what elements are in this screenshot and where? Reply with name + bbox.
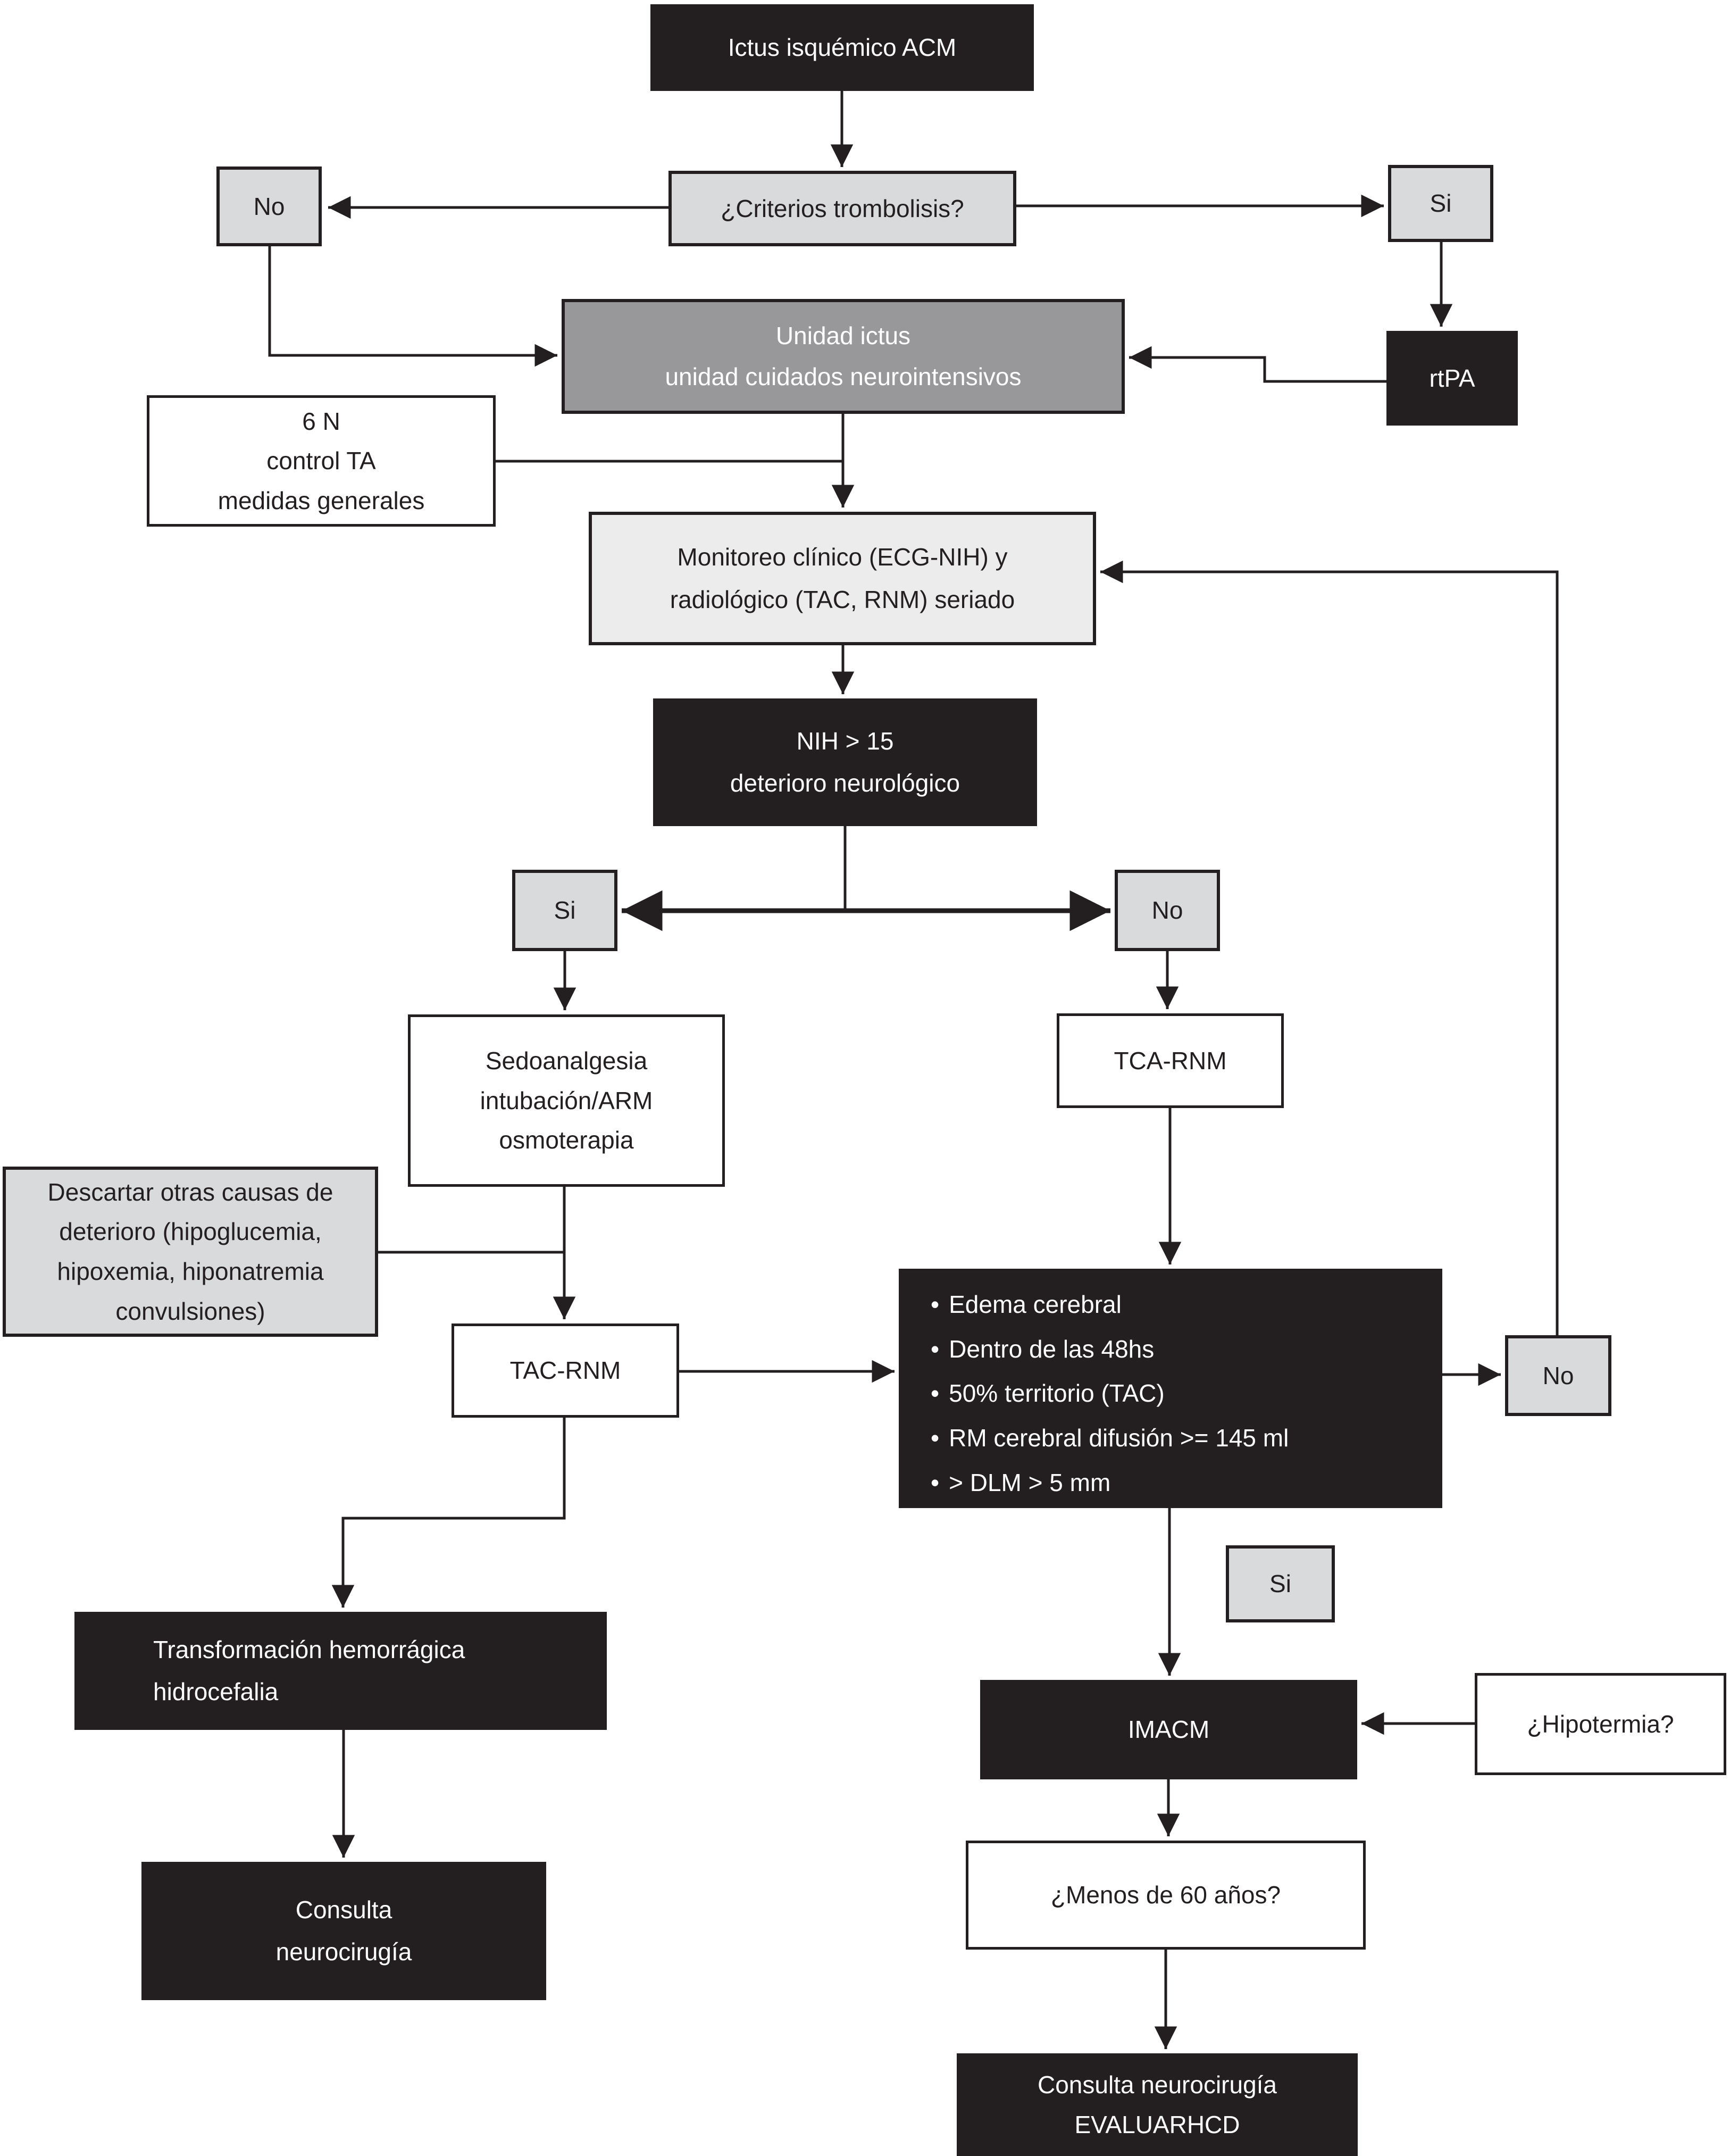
node-rtpa-label: rtPA [1429, 364, 1475, 392]
node-medidas-line3: medidas generales [218, 486, 425, 514]
node-no-right-label: No [1542, 1361, 1574, 1389]
node-criterios-trombolisis: ¿Criterios trombolisis? [668, 171, 1016, 246]
arrow-tac-to-transformacion [331, 1418, 566, 1608]
node-descartar-line3: hipoxemia, hiponatremia [57, 1258, 324, 1285]
node-monitoreo-line1: Monitoreo clínico (ECG-NIH) y [677, 543, 1008, 571]
bullet-icon: • [931, 1379, 940, 1408]
edema-item-1: Edema cerebral [949, 1291, 1122, 1318]
arrow-rtpa-to-unidad [1129, 346, 1386, 383]
node-consulta-line1: Consulta [295, 1895, 392, 1924]
edema-bullet-item: • RM cerebral difusión >= 145 ml [931, 1416, 1289, 1461]
arrow-no-to-unidad [268, 246, 557, 367]
node-monitoreo-line2: radiológico (TAC, RNM) seriado [670, 585, 1015, 613]
bullet-icon: • [931, 1468, 940, 1496]
node-hipotermia-label: ¿Hipotermia? [1527, 1710, 1674, 1738]
bullet-icon: • [931, 1335, 940, 1363]
node-menos-60-anos-label: ¿Menos de 60 años? [1050, 1881, 1281, 1909]
node-medidas-line1: 6 N [302, 407, 340, 435]
edema-item-4: RM cerebral difusión >= 145 ml [949, 1424, 1289, 1452]
node-si-mid-label: Si [554, 896, 576, 925]
node-medidas-generales: 6 N control TA medidas generales [147, 395, 496, 527]
node-si-mid: Si [512, 870, 617, 951]
node-unidad-ictus: Unidad ictus unidad cuidados neurointens… [562, 299, 1125, 414]
node-descartar-line1: Descartar otras causas de [47, 1178, 333, 1206]
node-si-top-label: Si [1430, 189, 1452, 218]
node-no-top: No [216, 167, 322, 246]
node-no-right: No [1505, 1335, 1611, 1416]
node-medidas-line2: control TA [266, 447, 376, 475]
node-ictus-isquemico: Ictus isquémico ACM [650, 4, 1034, 91]
node-si-top: Si [1388, 165, 1493, 242]
node-imacm-label: IMACM [1127, 1716, 1210, 1744]
edema-bullet-item: • Edema cerebral [931, 1283, 1122, 1327]
node-menos-60-anos: ¿Menos de 60 años? [966, 1841, 1366, 1950]
node-tac-rnm-label: TAC-RNM [509, 1356, 621, 1385]
node-evaluar-line1: Consulta neurocirugía [1037, 2070, 1277, 2099]
bullet-icon: • [931, 1424, 940, 1452]
node-no-mid: No [1115, 870, 1220, 951]
edema-bullet-item: • Dentro de las 48hs [931, 1327, 1154, 1372]
node-criterios-trombolisis-label: ¿Criterios trombolisis? [721, 194, 964, 222]
node-rtpa: rtPA [1386, 331, 1518, 426]
edema-item-5: > DLM > 5 mm [949, 1468, 1111, 1496]
node-transformacion-line2: hidrocefalia [153, 1678, 279, 1705]
bullet-icon: • [931, 1291, 940, 1318]
node-transformacion-hemorragica: Transformación hemorrágica hidrocefalia [74, 1612, 607, 1730]
node-sedoanalgesia-line3: osmoterapia [499, 1126, 634, 1154]
node-sedoanalgesia-line1: Sedoanalgesia [485, 1047, 648, 1075]
node-imacm: IMACM [980, 1680, 1357, 1779]
arrow-no-back-to-monitoreo [1100, 560, 1559, 1335]
node-descartar-otras-causas: Descartar otras causas de deterioro (hip… [3, 1167, 378, 1337]
edema-item-2: Dentro de las 48hs [949, 1335, 1155, 1363]
edema-bullet-item: • 50% territorio (TAC) [931, 1371, 1165, 1416]
node-unidad-ictus-line2: unidad cuidados neurointensivos [665, 363, 1022, 390]
node-si-low: Si [1226, 1545, 1335, 1622]
node-ictus-isquemico-label: Ictus isquémico ACM [728, 34, 957, 62]
node-nih-line2: deterioro neurológico [730, 769, 960, 797]
node-tac-rnm: TAC-RNM [452, 1323, 679, 1418]
node-sedoanalgesia: Sedoanalgesia intubación/ARM osmoterapia [408, 1014, 725, 1187]
node-descartar-line4: convulsiones) [115, 1297, 265, 1325]
node-consulta-neurocirugia: Consulta neurocirugía [141, 1862, 546, 2000]
node-consulta-evaluarhcd: Consulta neurocirugía EVALUARHCD [957, 2053, 1358, 2156]
node-nih-line1: NIH > 15 [796, 727, 894, 755]
node-sedoanalgesia-line2: intubación/ARM [480, 1086, 653, 1114]
node-tca-rnm: TCA-RNM [1057, 1013, 1284, 1108]
node-no-top-label: No [253, 192, 285, 220]
node-unidad-ictus-line1: Unidad ictus [775, 321, 911, 349]
node-nih-deterioro: NIH > 15 deterioro neurológico [653, 698, 1037, 826]
node-transformacion-line1: Transformación hemorrágica [153, 1635, 465, 1663]
node-descartar-line2: deterioro (hipoglucemia, [59, 1218, 322, 1246]
node-hipotermia: ¿Hipotermia? [1475, 1673, 1726, 1775]
node-evaluar-line2: EVALUARHCD [1074, 2110, 1240, 2138]
node-no-mid-label: No [1151, 896, 1183, 925]
edema-item-3: 50% territorio (TAC) [949, 1379, 1165, 1408]
node-edema-criterios: • Edema cerebral • Dentro de las 48hs • … [899, 1269, 1442, 1508]
node-tca-rnm-label: TCA-RNM [1114, 1046, 1227, 1075]
edema-bullet-item: • > DLM > 5 mm [931, 1461, 1110, 1505]
node-monitoreo: Monitoreo clínico (ECG-NIH) y radiológic… [589, 512, 1096, 645]
node-consulta-line2: neurocirugía [275, 1938, 412, 1966]
node-si-low-label: Si [1269, 1570, 1291, 1598]
